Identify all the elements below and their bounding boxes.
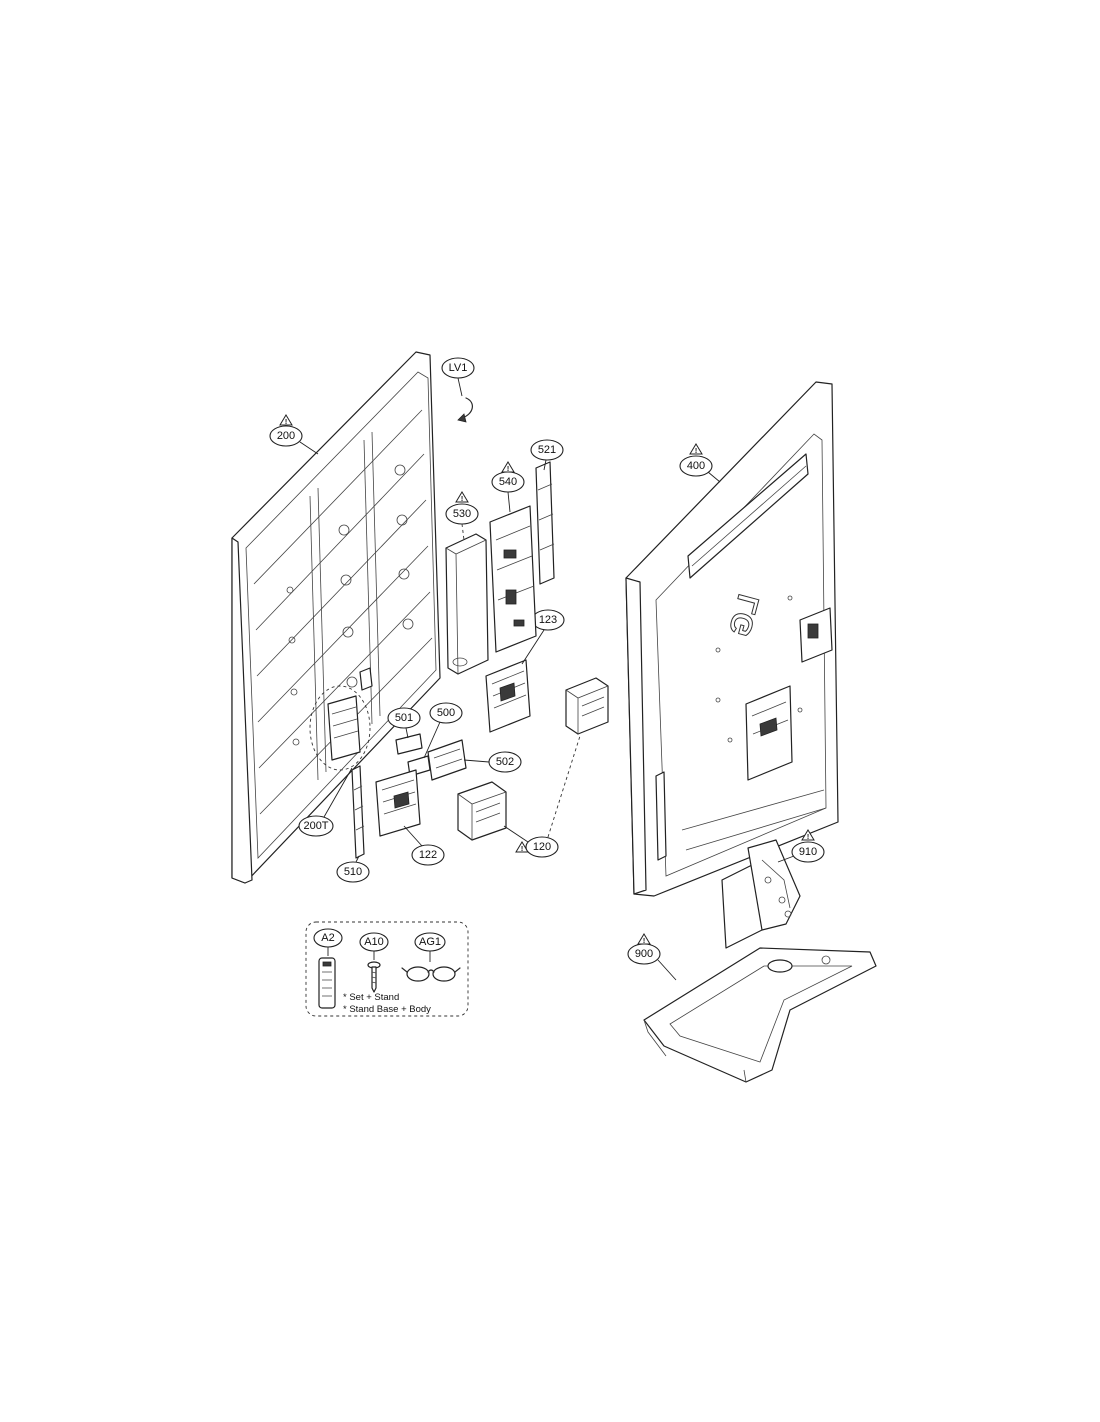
svg-text:!: ! xyxy=(521,846,523,853)
accessory-a2-remote: A2 xyxy=(313,928,343,1009)
warning-triangle-icon xyxy=(455,491,469,503)
svg-text:!: ! xyxy=(285,419,287,426)
svg-text:!: ! xyxy=(507,466,509,473)
frame-assembly-200 xyxy=(231,351,441,884)
svg-text:500: 500 xyxy=(437,707,455,719)
warning-triangle-icon xyxy=(279,414,293,426)
accessory-a10-screw: A10 xyxy=(359,932,389,993)
svg-text:530: 530 xyxy=(453,508,471,520)
svg-text:123: 123 xyxy=(539,614,557,626)
part-530: ! 530 xyxy=(445,491,489,675)
warning-triangle-icon xyxy=(689,443,703,455)
svg-text:AG1: AG1 xyxy=(419,936,441,948)
svg-text:120: 120 xyxy=(533,841,551,853)
svg-text:540: 540 xyxy=(499,476,517,488)
part-521: 521 xyxy=(530,439,564,585)
svg-text:501: 501 xyxy=(395,712,413,724)
svg-text:502: 502 xyxy=(496,756,514,768)
part-501: 501 xyxy=(387,707,423,755)
warning-triangle-icon xyxy=(515,841,529,853)
part-callout-120: ! 120 xyxy=(503,735,581,858)
svg-text:400: 400 xyxy=(687,460,705,472)
part-120-lower xyxy=(457,781,507,841)
part-500: 500 xyxy=(407,702,463,777)
svg-text:200T: 200T xyxy=(303,820,328,832)
svg-text:900: 900 xyxy=(635,948,653,960)
svg-text:LV1: LV1 xyxy=(449,362,468,374)
accessory-note-set-stand: * Set + Stand xyxy=(343,992,399,1003)
back-cover-400: LG ! 400 xyxy=(625,381,839,897)
part-callout-lv1: LV1 xyxy=(441,357,475,397)
svg-text:!: ! xyxy=(807,834,809,841)
part-502: 502 xyxy=(427,739,522,781)
part-122: 122 xyxy=(375,769,445,866)
part-510: 510 xyxy=(336,765,370,883)
part-123: 123 xyxy=(485,609,565,733)
rotate-arrow-icon xyxy=(457,397,473,423)
accessory-group: A2 A10 AG1 * Set + Stand * Stand Base + … xyxy=(305,921,469,1017)
svg-text:A2: A2 xyxy=(321,932,334,944)
part-callout-200: ! 200 xyxy=(269,414,319,455)
accessory-note-stand-base-body: * Stand Base + Body xyxy=(343,1004,431,1015)
svg-text:122: 122 xyxy=(419,849,437,861)
svg-text:!: ! xyxy=(461,496,463,503)
svg-text:510: 510 xyxy=(344,866,362,878)
svg-text:A10: A10 xyxy=(364,936,384,948)
stand-neck-910: ! 910 xyxy=(721,829,825,949)
part-120-upper xyxy=(565,677,609,735)
part-callout-200t: 200T xyxy=(298,767,353,837)
svg-text:910: 910 xyxy=(799,846,817,858)
svg-text:521: 521 xyxy=(538,444,556,456)
svg-text:!: ! xyxy=(695,448,697,455)
svg-text:!: ! xyxy=(643,938,645,945)
part-540: ! 540 xyxy=(489,461,537,653)
warning-triangle-icon xyxy=(801,829,815,841)
stand-base-900: ! 900 xyxy=(627,933,877,1083)
accessory-ag1-glasses: AG1 xyxy=(401,932,461,982)
svg-text:200: 200 xyxy=(277,430,295,442)
